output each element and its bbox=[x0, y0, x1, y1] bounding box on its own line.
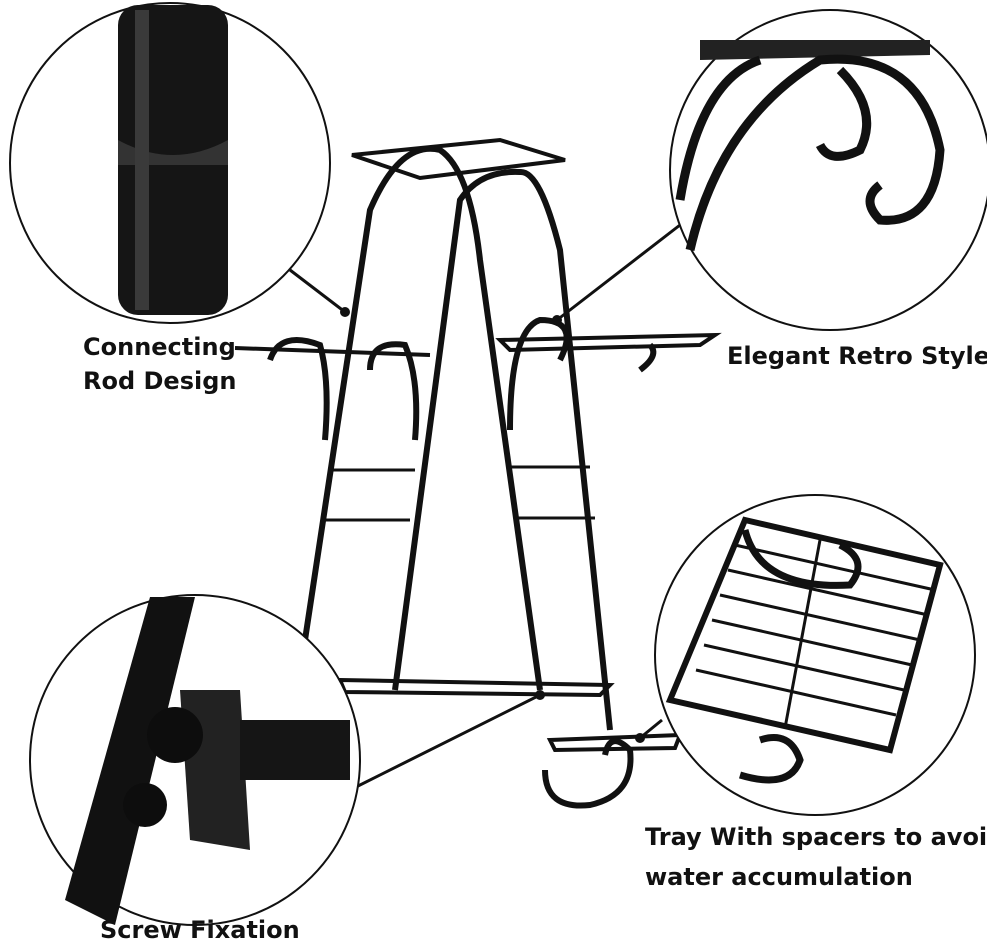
detail-retro-scroll bbox=[669, 9, 987, 331]
detail-screw-fixation bbox=[29, 594, 361, 926]
detail-connecting-rod bbox=[9, 2, 331, 324]
plant-stand bbox=[234, 137, 722, 809]
detail-tray-spacers bbox=[654, 494, 976, 816]
label-connecting-rod-line2: Rod Design bbox=[83, 367, 237, 395]
label-screw-fixation: Screw Fixation bbox=[100, 916, 300, 944]
label-connecting-rod-line1: Connecting bbox=[83, 333, 236, 361]
label-tray-line2: water accumulation bbox=[645, 863, 913, 891]
label-tray-line1: Tray With spacers to avoid bbox=[645, 823, 987, 851]
label-elegant-retro-style: Elegant Retro Style bbox=[727, 342, 987, 370]
